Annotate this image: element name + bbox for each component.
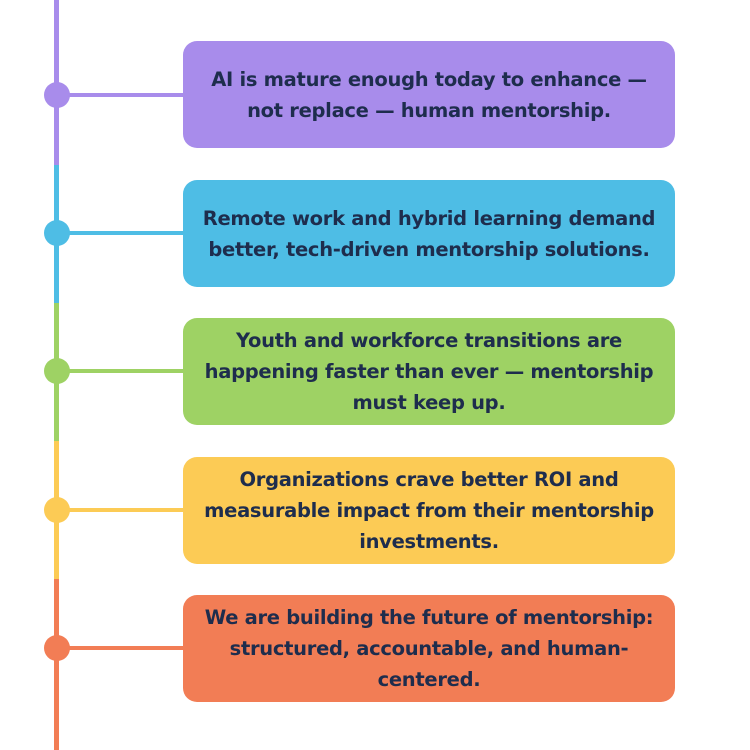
timeline-card-text: We are building the future of mentorship… [204, 606, 654, 691]
timeline-spine-segment-5 [54, 579, 59, 750]
timeline-connector [58, 93, 188, 97]
timeline-card-text: Youth and workforce transitions are happ… [204, 329, 654, 414]
timeline-node [44, 358, 70, 384]
timeline-card: Organizations crave better ROI and measu… [183, 457, 675, 564]
timeline-node [44, 635, 70, 661]
timeline-card-text: Organizations crave better ROI and measu… [204, 468, 654, 553]
timeline-node [44, 82, 70, 108]
timeline-connector [58, 646, 188, 650]
timeline-connector [58, 508, 188, 512]
timeline-node [44, 220, 70, 246]
timeline-card-text: AI is mature enough today to enhance — n… [211, 67, 647, 122]
timeline-node [44, 497, 70, 523]
timeline-connector [58, 231, 188, 235]
timeline-card: Youth and workforce transitions are happ… [183, 318, 675, 425]
timeline-card: AI is mature enough today to enhance — n… [183, 41, 675, 148]
timeline-card-text: Remote work and hybrid learning demand b… [202, 206, 656, 261]
timeline-card: Remote work and hybrid learning demand b… [183, 180, 675, 287]
timeline-card: We are building the future of mentorship… [183, 595, 675, 702]
timeline-connector [58, 369, 188, 373]
